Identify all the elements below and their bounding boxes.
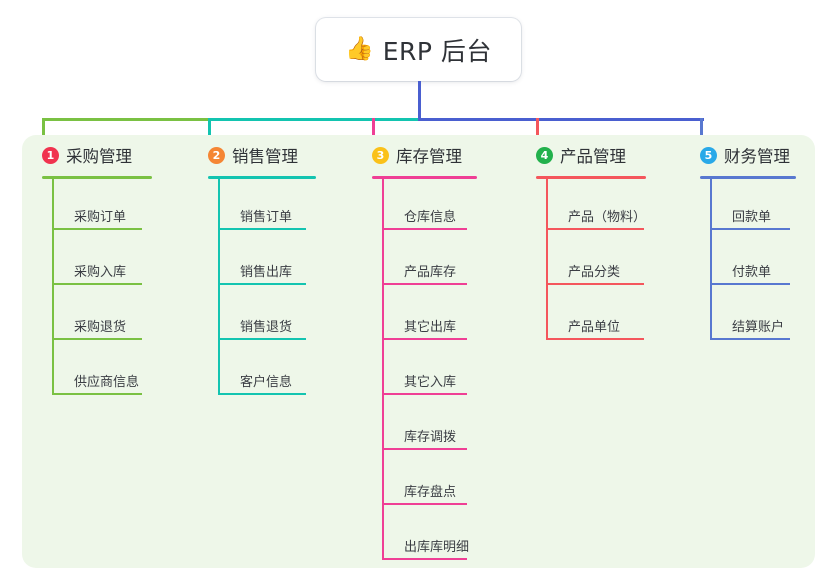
column-spine-4 (546, 178, 548, 340)
leaf-label: 采购订单 (74, 210, 127, 225)
column-underline-2 (208, 176, 316, 179)
root-title: ERP 后台 (382, 36, 492, 66)
badge-number-2: 2 (208, 146, 225, 164)
leaf-node[interactable]: 出库库明细 (382, 534, 470, 560)
leaf-node[interactable]: 其它入库 (382, 369, 467, 395)
leaf-underline (52, 283, 142, 285)
leaf-node[interactable]: 采购退货 (52, 314, 142, 340)
leaf-underline (710, 228, 790, 230)
leaf-label: 供应商信息 (74, 375, 140, 390)
leaf-label: 产品单位 (568, 320, 621, 335)
column-title-4: 产品管理 (560, 147, 626, 166)
column-underline-3 (372, 176, 477, 179)
bus-segment-blue (417, 118, 704, 121)
leaf-node[interactable]: 销售出库 (218, 259, 306, 285)
root-node[interactable]: 👍 ERP 后台 (316, 18, 521, 81)
bus-segment-green (43, 118, 209, 121)
column-header-4[interactable]: 4 产品管理 (536, 143, 626, 167)
leaf-label: 回款单 (732, 210, 772, 225)
leaf-underline (218, 283, 306, 285)
leaf-node[interactable]: 销售退货 (218, 314, 306, 340)
leaf-node[interactable]: 供应商信息 (52, 369, 142, 395)
badge-number-5: 5 (700, 146, 717, 164)
leaf-underline (382, 338, 467, 340)
column-header-1[interactable]: 1 采购管理 (42, 143, 132, 167)
column-header-3[interactable]: 3 库存管理 (372, 143, 462, 167)
leaf-underline (218, 228, 306, 230)
leaf-label: 产品分类 (568, 265, 621, 280)
column-title-2: 销售管理 (232, 147, 298, 166)
column-spine-2 (218, 178, 220, 395)
leaf-node[interactable]: 产品（物料） (546, 204, 647, 230)
column-underline-4 (536, 176, 646, 179)
column-spine-3 (382, 178, 384, 560)
column-spine-1 (52, 178, 54, 395)
leaf-underline (546, 283, 644, 285)
leaf-underline (382, 558, 467, 560)
leaf-underline (382, 228, 467, 230)
leaf-label: 产品库存 (404, 265, 457, 280)
bus-segment-teal (209, 118, 419, 121)
leaf-underline (218, 338, 306, 340)
leaf-label: 出库库明细 (404, 540, 470, 555)
root-stem (417, 81, 421, 121)
leaf-underline (546, 338, 644, 340)
leaf-underline (52, 338, 142, 340)
leaf-node[interactable]: 产品分类 (546, 259, 644, 285)
leaf-label: 仓库信息 (404, 210, 457, 225)
column-title-1: 采购管理 (66, 147, 132, 166)
leaf-node[interactable]: 采购订单 (52, 204, 142, 230)
leaf-label: 客户信息 (240, 375, 293, 390)
leaf-label: 采购退货 (74, 320, 127, 335)
leaf-label: 其它出库 (404, 320, 457, 335)
column-underline-1 (42, 176, 152, 179)
leaf-label: 结算账户 (732, 320, 785, 335)
column-underline-5 (700, 176, 796, 179)
leaf-node[interactable]: 产品库存 (382, 259, 467, 285)
leaf-label: 销售退货 (240, 320, 293, 335)
leaf-label: 付款单 (732, 265, 772, 280)
leaf-underline (710, 283, 790, 285)
leaf-underline (546, 228, 644, 230)
leaf-label: 销售出库 (240, 265, 293, 280)
leaf-node[interactable]: 库存盘点 (382, 479, 467, 505)
leaf-underline (382, 448, 467, 450)
leaf-node[interactable]: 产品单位 (546, 314, 644, 340)
leaf-underline (52, 393, 142, 395)
leaf-underline (382, 393, 467, 395)
leaf-underline (382, 283, 467, 285)
column-header-5[interactable]: 5 财务管理 (700, 143, 790, 167)
leaf-node[interactable]: 其它出库 (382, 314, 467, 340)
leaf-label: 销售订单 (240, 210, 293, 225)
leaf-label: 库存调拨 (404, 430, 457, 445)
leaf-node[interactable]: 采购入库 (52, 259, 142, 285)
leaf-label: 采购入库 (74, 265, 127, 280)
leaf-node[interactable]: 回款单 (710, 204, 790, 230)
leaf-label: 产品（物料） (568, 210, 647, 225)
leaf-node[interactable]: 客户信息 (218, 369, 306, 395)
leaf-node[interactable]: 仓库信息 (382, 204, 467, 230)
leaf-node[interactable]: 库存调拨 (382, 424, 467, 450)
leaf-underline (710, 338, 790, 340)
leaf-node[interactable]: 付款单 (710, 259, 790, 285)
badge-number-3: 3 (372, 146, 389, 164)
leaf-node[interactable]: 销售订单 (218, 204, 306, 230)
badge-number-1: 1 (42, 146, 59, 164)
leaf-label: 其它入库 (404, 375, 457, 390)
badge-number-4: 4 (536, 146, 553, 164)
column-title-5: 财务管理 (724, 147, 790, 166)
leaf-node[interactable]: 结算账户 (710, 314, 790, 340)
column-header-2[interactable]: 2 销售管理 (208, 143, 298, 167)
leaf-underline (218, 393, 306, 395)
leaf-underline (52, 228, 142, 230)
leaf-label: 库存盘点 (404, 485, 457, 500)
column-title-3: 库存管理 (396, 147, 462, 166)
leaf-underline (382, 503, 467, 505)
diagram-panel (22, 135, 815, 568)
thumbs-up-icon: 👍 (345, 36, 374, 62)
column-spine-5 (710, 178, 712, 340)
